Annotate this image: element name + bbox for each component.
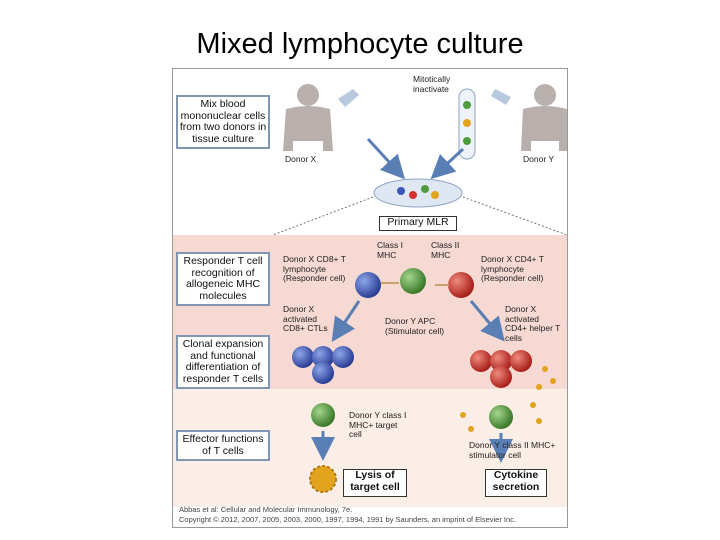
ctl-label: Donor X activated CD8+ CTLs: [283, 304, 328, 333]
cytokine-box: Cytokine secretion: [485, 469, 547, 497]
credit-line-2: Copyright © 2012, 2007, 2005, 2003, 2000…: [179, 515, 517, 524]
stimulator-label: Donor Y class II MHC+ stimulator cell: [469, 440, 556, 460]
step-effector: Effector functions of T cells: [176, 430, 270, 461]
class-ii-stimulator-cell: [489, 405, 513, 429]
donor-y-label: Donor Y: [523, 154, 555, 164]
target-label: Donor Y class I MHC+ target cell: [349, 410, 407, 439]
class-i-label: Class I MHC: [377, 240, 403, 260]
lysis-box: Lysis of target cell: [343, 469, 407, 497]
step-recognition: Responder T cell recognition of allogene…: [176, 252, 270, 306]
mlr-figure: Mix blood mononuclear cells from two don…: [172, 68, 568, 528]
primary-mlr-label: Primary MLR: [379, 216, 457, 231]
apc-stimulator-cell: [400, 268, 426, 294]
helper-label: Donor X activated CD4+ helper T cells: [505, 304, 561, 343]
diagram-graphics: [272, 84, 567, 493]
petri-dish: [373, 178, 463, 208]
cd8-label: Donor X CD8+ T lymphocyte (Responder cel…: [283, 254, 346, 283]
syringe-x: [338, 89, 359, 107]
cd8-responder-cell: [355, 272, 381, 298]
donor-x-label: Donor X: [285, 154, 317, 164]
donor-x-silhouette: [283, 84, 333, 151]
donor-y-silhouette: [521, 84, 567, 151]
credit-line-1: Abbas et al: Cellular and Molecular Immu…: [179, 505, 353, 514]
target-cell: [311, 403, 335, 427]
helper-cluster: [470, 350, 556, 390]
syringe-y: [491, 89, 511, 105]
test-tube: [458, 88, 476, 160]
mitotically-label: Mitotically inactivate: [413, 74, 451, 94]
cd4-responder-cell: [448, 272, 474, 298]
apc-label: Donor Y APC (Stimulator cell): [385, 316, 445, 336]
ctl-cluster: [292, 346, 354, 384]
slide-title: Mixed lymphocyte culture: [196, 28, 524, 60]
step-mix: Mix blood mononuclear cells from two don…: [176, 95, 270, 149]
step-expansion: Clonal expansion and functional differen…: [176, 335, 270, 389]
class-ii-label: Class II MHC: [431, 240, 460, 260]
cd4-label: Donor X CD4+ T lymphocyte (Responder cel…: [481, 254, 544, 283]
lysed-cell: [309, 465, 337, 493]
